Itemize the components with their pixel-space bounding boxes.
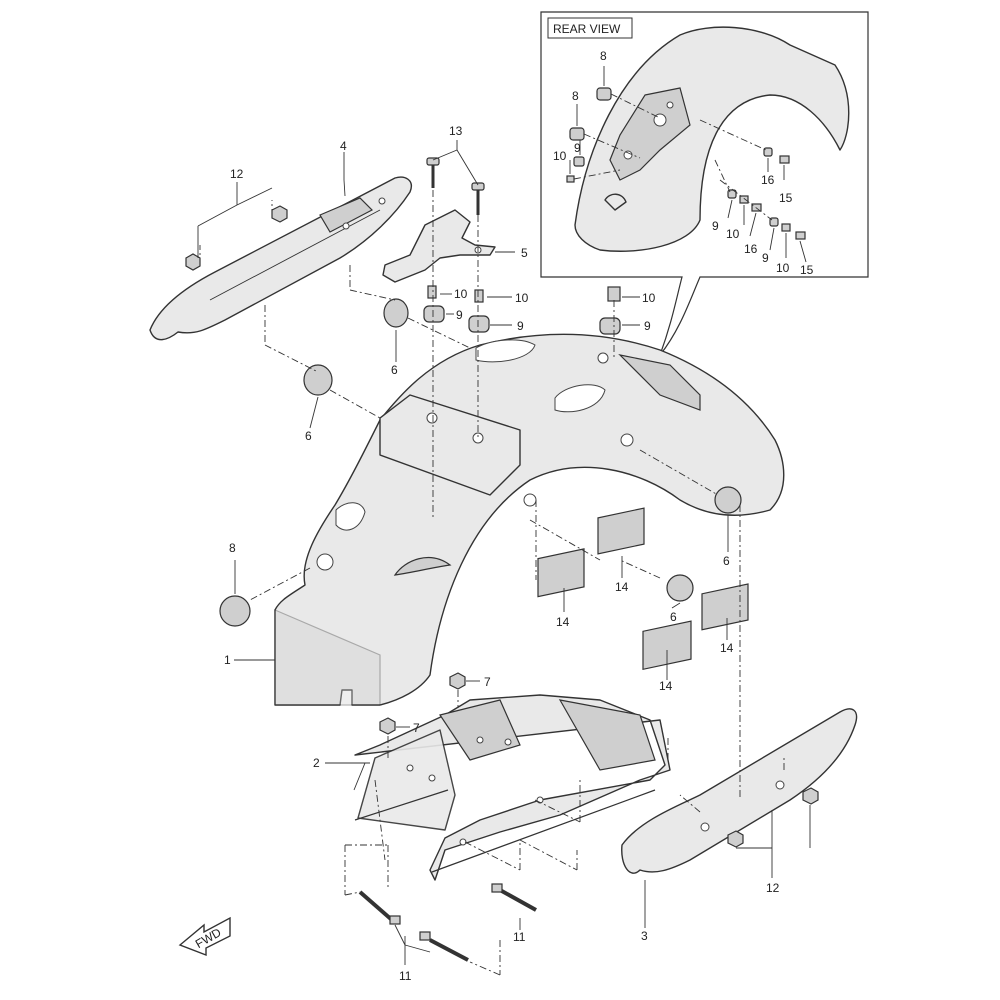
callout-7-b: 7 <box>413 721 420 735</box>
callout-2: 2 <box>313 756 320 770</box>
callout-3: 3 <box>641 929 648 943</box>
callout-10-d: 10 <box>553 149 567 163</box>
callout-9-f: 9 <box>762 251 769 265</box>
callout-9-d: 9 <box>574 141 581 155</box>
callout-9-a: 9 <box>456 308 463 322</box>
callout-13: 13 <box>449 124 463 138</box>
rear-view-title: REAR VIEW <box>553 22 621 36</box>
rear-view-inset: REAR VIEW <box>540 11 869 356</box>
callout-leaders <box>197 140 811 965</box>
callout-6-c: 6 <box>723 554 730 568</box>
callout-11-b: 11 <box>399 969 412 983</box>
part-3-right-side-cover <box>621 708 858 874</box>
callout-6-d: 6 <box>670 610 677 624</box>
callout-12-b: 12 <box>766 881 780 895</box>
rear-view-title-box <box>547 17 633 39</box>
callout-16-b: 16 <box>744 242 758 256</box>
callout-14-a: 14 <box>556 615 570 629</box>
callout-1: 1 <box>224 653 231 667</box>
callout-9-c: 9 <box>644 319 651 333</box>
callout-6-a: 6 <box>391 363 398 377</box>
callout-5: 5 <box>521 246 528 260</box>
assembly-guide-lines <box>199 190 785 976</box>
callout-14-b: 14 <box>615 580 629 594</box>
callout-11-a: 11 <box>513 930 526 944</box>
part-13-bolts <box>426 157 485 215</box>
callout-10-b: 10 <box>515 291 529 305</box>
part-4-left-side-cover <box>149 176 412 341</box>
inset-fender <box>574 26 850 252</box>
callout-6-b: 6 <box>305 429 312 443</box>
callout-8-b: 8 <box>600 49 607 63</box>
callout-15-a: 15 <box>779 191 793 205</box>
callout-10-e: 10 <box>726 227 740 241</box>
callout-10-a: 10 <box>454 287 468 301</box>
callout-8-c: 8 <box>572 89 579 103</box>
callout-numbers: 1 2 3 4 5 6 6 6 6 7 7 8 8 8 9 9 9 9 9 9 … <box>224 49 814 983</box>
callout-16-a: 16 <box>761 173 775 187</box>
callout-8-a: 8 <box>229 541 236 555</box>
callout-12-a: 12 <box>230 167 244 181</box>
callout-10-c: 10 <box>642 291 656 305</box>
callout-10-f: 10 <box>776 261 790 275</box>
part-1-rear-fender <box>274 333 785 706</box>
callout-4: 4 <box>340 139 347 153</box>
callout-9-b: 9 <box>517 319 524 333</box>
part-2-inner-fender-frame <box>354 694 671 881</box>
callout-7-a: 7 <box>484 675 491 689</box>
grommets-and-fasteners <box>185 205 819 962</box>
callout-15-b: 15 <box>800 263 814 277</box>
callout-14-d: 14 <box>720 641 734 655</box>
callout-14-c: 14 <box>659 679 673 693</box>
fwd-arrow: FWD <box>178 916 231 957</box>
callout-9-e: 9 <box>712 219 719 233</box>
